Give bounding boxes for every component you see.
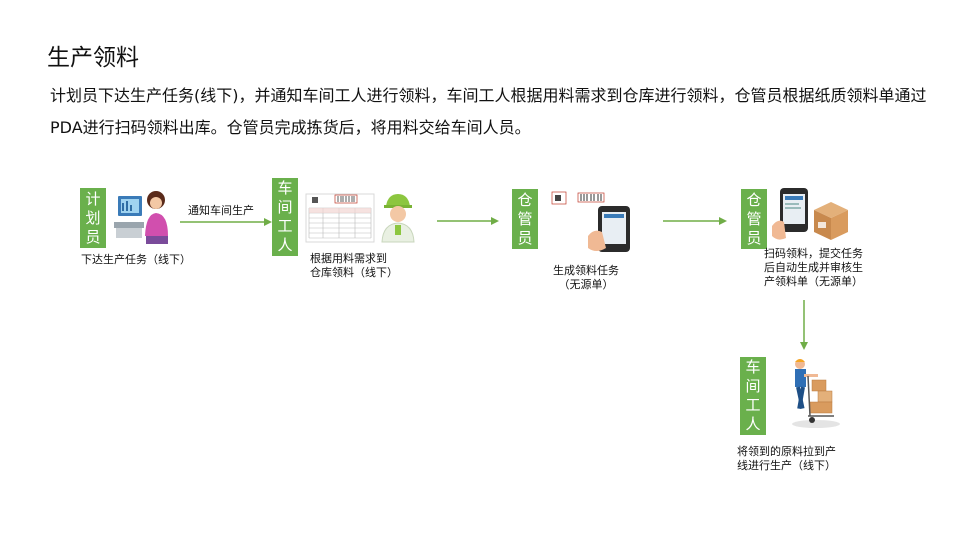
role-planner: 计划员 xyxy=(80,188,106,248)
hand-truck-worker-icon xyxy=(792,359,840,428)
arrow-down-deliver xyxy=(800,300,808,350)
role-warehouse-keeper-scan: 仓管员 xyxy=(741,189,767,249)
description: 计划员下达生产任务(线下)，并通知车间工人进行领料，车间工人根据用料需求到仓库进… xyxy=(50,86,927,137)
pda-scanner-icon xyxy=(772,188,808,240)
caption-planner: 下达生产任务（线下） xyxy=(81,253,191,266)
cargo-box-icon xyxy=(814,202,848,240)
arrow-notify xyxy=(180,218,272,226)
caption-scan: 扫码领料，提交任务 后自动生成并审核生 产领料单（无源单） xyxy=(764,247,863,288)
caption-deliver: 将领到的原料拉到产 线进行生产（线下） xyxy=(737,445,836,472)
arrow-to-warehouse xyxy=(437,217,499,225)
caption-worker: 根据用料需求到 仓库领料（线下） xyxy=(310,252,398,279)
warehouse-worker-icon xyxy=(381,194,415,243)
caption-task: 生成领料任务 （无源单） xyxy=(553,264,619,291)
pda-scanner-icon xyxy=(551,191,630,252)
page-title: 生产领料 xyxy=(47,45,139,71)
arrow-label-notify: 通知车间生产 xyxy=(188,204,254,217)
picking-list-icon xyxy=(305,193,375,243)
role-warehouse-keeper: 仓管员 xyxy=(512,189,538,249)
role-worker-deliver: 车间工人 xyxy=(740,357,766,435)
arrow-to-scan xyxy=(663,217,727,225)
computer-user-icon xyxy=(114,191,168,244)
role-worker: 车间工人 xyxy=(272,178,298,256)
